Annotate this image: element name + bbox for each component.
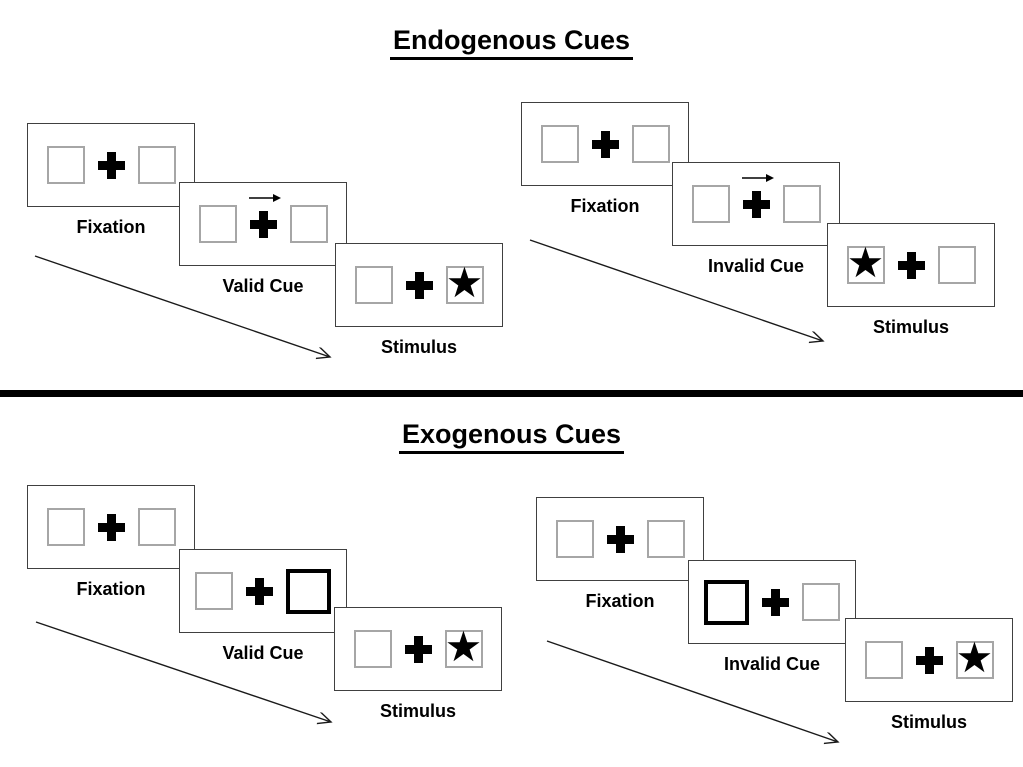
stimulus-screen: ★ — [845, 618, 1013, 702]
screen-label: Valid Cue — [222, 276, 304, 296]
screen-label: Stimulus — [380, 337, 457, 357]
peripheral-cue-box — [704, 579, 749, 625]
star-icon: ★ — [846, 238, 885, 287]
left-placeholder-box — [198, 205, 237, 243]
fixation-cross-icon — [897, 251, 925, 279]
right-placeholder-box — [782, 185, 821, 223]
left-placeholder-box — [555, 520, 594, 558]
left-placeholder-box — [195, 572, 233, 610]
screen-label: Fixation — [585, 591, 655, 611]
fixation-cross-icon — [404, 635, 432, 663]
fixation-cross-icon — [762, 588, 789, 616]
screen-label: Invalid Cue — [707, 256, 805, 276]
valid-cue-screen — [179, 549, 347, 633]
endogenous-section-title: Endogenous Cues — [0, 25, 1023, 60]
star-icon: ★ — [445, 258, 484, 307]
fixation-screen — [27, 485, 195, 569]
fixation-screen — [536, 497, 704, 581]
exogenous-section-title: Exogenous Cues — [0, 419, 1023, 454]
screen-label: Invalid Cue — [723, 654, 821, 674]
left-placeholder-box — [691, 185, 730, 223]
right-placeholder-box — [646, 520, 685, 558]
fixation-cross-icon — [405, 271, 433, 299]
star-stimulus-box: ★ — [444, 622, 483, 671]
sequence-arrow — [546, 640, 838, 742]
fixation-cross-icon — [97, 513, 125, 541]
right-placeholder-box — [802, 583, 840, 621]
star-stimulus-box: ★ — [955, 633, 994, 682]
section-title-text: Endogenous Cues — [389, 25, 633, 60]
left-placeholder-box — [46, 146, 85, 184]
stimulus-screen: ★ — [335, 243, 503, 327]
stimulus-screen: ★ — [334, 607, 502, 691]
screen-label: Stimulus — [379, 701, 456, 721]
fixation-cross-icon — [606, 525, 634, 553]
invalid-cue-screen — [672, 162, 840, 246]
fixation-cross-icon — [248, 193, 281, 238]
fixation-screen — [27, 123, 195, 207]
section-title-text: Exogenous Cues — [398, 419, 625, 454]
fixation-cross-icon — [246, 577, 273, 605]
left-placeholder-box — [864, 641, 903, 679]
right-placeholder-box — [289, 205, 328, 243]
left-placeholder-box — [46, 508, 85, 546]
sequence-arrow — [35, 621, 331, 722]
star-icon: ★ — [444, 622, 483, 671]
stimulus-screen: ★ — [827, 223, 995, 307]
screen-label: Stimulus — [890, 712, 967, 732]
left-placeholder-box — [354, 266, 393, 304]
screen-label: Fixation — [76, 217, 146, 237]
star-icon: ★ — [955, 633, 994, 682]
left-placeholder-box — [540, 125, 579, 163]
sequence-arrow — [34, 255, 330, 357]
central-arrow-right-icon — [248, 193, 281, 202]
sequence-arrow — [529, 239, 823, 341]
section-divider — [0, 390, 1023, 397]
screen-label: Valid Cue — [222, 643, 304, 663]
fixation-cross-icon — [591, 130, 619, 158]
screen-label: Fixation — [570, 196, 640, 216]
right-placeholder-box — [631, 125, 670, 163]
fixation-screen — [521, 102, 689, 186]
invalid-cue-screen — [688, 560, 856, 644]
central-arrow-right-icon — [741, 173, 774, 182]
right-placeholder-box — [137, 146, 176, 184]
right-placeholder-box — [937, 246, 976, 284]
fixation-cross-icon — [97, 151, 125, 179]
screen-label: Stimulus — [872, 317, 949, 337]
fixation-cross-icon — [741, 173, 774, 218]
screen-label: Fixation — [76, 579, 146, 599]
fixation-cross-icon — [915, 646, 943, 674]
left-placeholder-box — [353, 630, 392, 668]
valid-cue-screen — [179, 182, 347, 266]
right-placeholder-box — [137, 508, 176, 546]
star-stimulus-box: ★ — [445, 258, 484, 307]
peripheral-cue-box — [286, 568, 331, 614]
star-stimulus-box: ★ — [846, 238, 885, 287]
